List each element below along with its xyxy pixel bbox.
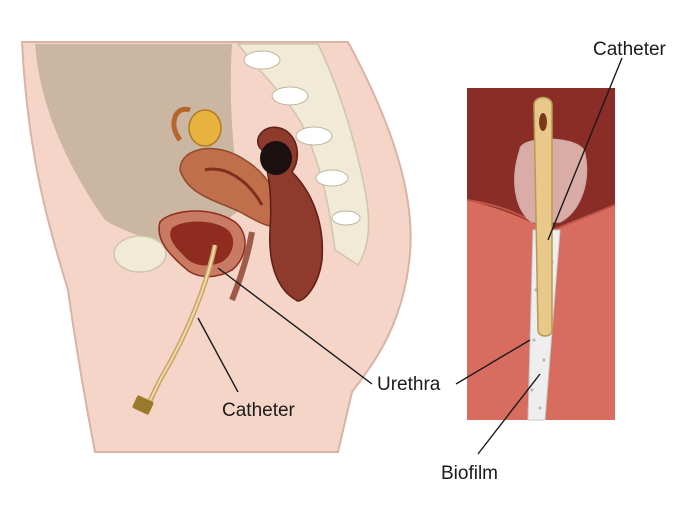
label-urethra: Urethra (377, 374, 441, 395)
rectum-opening (260, 141, 292, 175)
catheter-eyelet (539, 113, 547, 131)
ovary (188, 109, 222, 147)
pelvis-cross-section (20, 41, 412, 453)
leader-catheter-left (197, 317, 239, 393)
catheter-port (132, 395, 154, 415)
vaginal-canal (229, 231, 255, 302)
vertebrae (243, 50, 361, 226)
label-biofilm: Biofilm (441, 463, 499, 484)
leader-lines (197, 57, 623, 455)
label-catheter-inset: Catheter (593, 39, 666, 60)
leader-urethra-body (217, 267, 373, 385)
leader-biofilm (477, 373, 541, 455)
leader-urethra-inset (455, 339, 531, 385)
inset-detail (466, 88, 616, 421)
leader-catheter-right (547, 57, 623, 241)
bladder-wall (170, 221, 234, 266)
label-catheter-body: Catheter (222, 400, 295, 421)
sacrum-spine (236, 43, 370, 267)
pubic-bone (113, 235, 167, 273)
fallopian-tube (171, 106, 191, 142)
inset-catheter (533, 96, 553, 337)
abdominal-cavity (35, 44, 240, 250)
